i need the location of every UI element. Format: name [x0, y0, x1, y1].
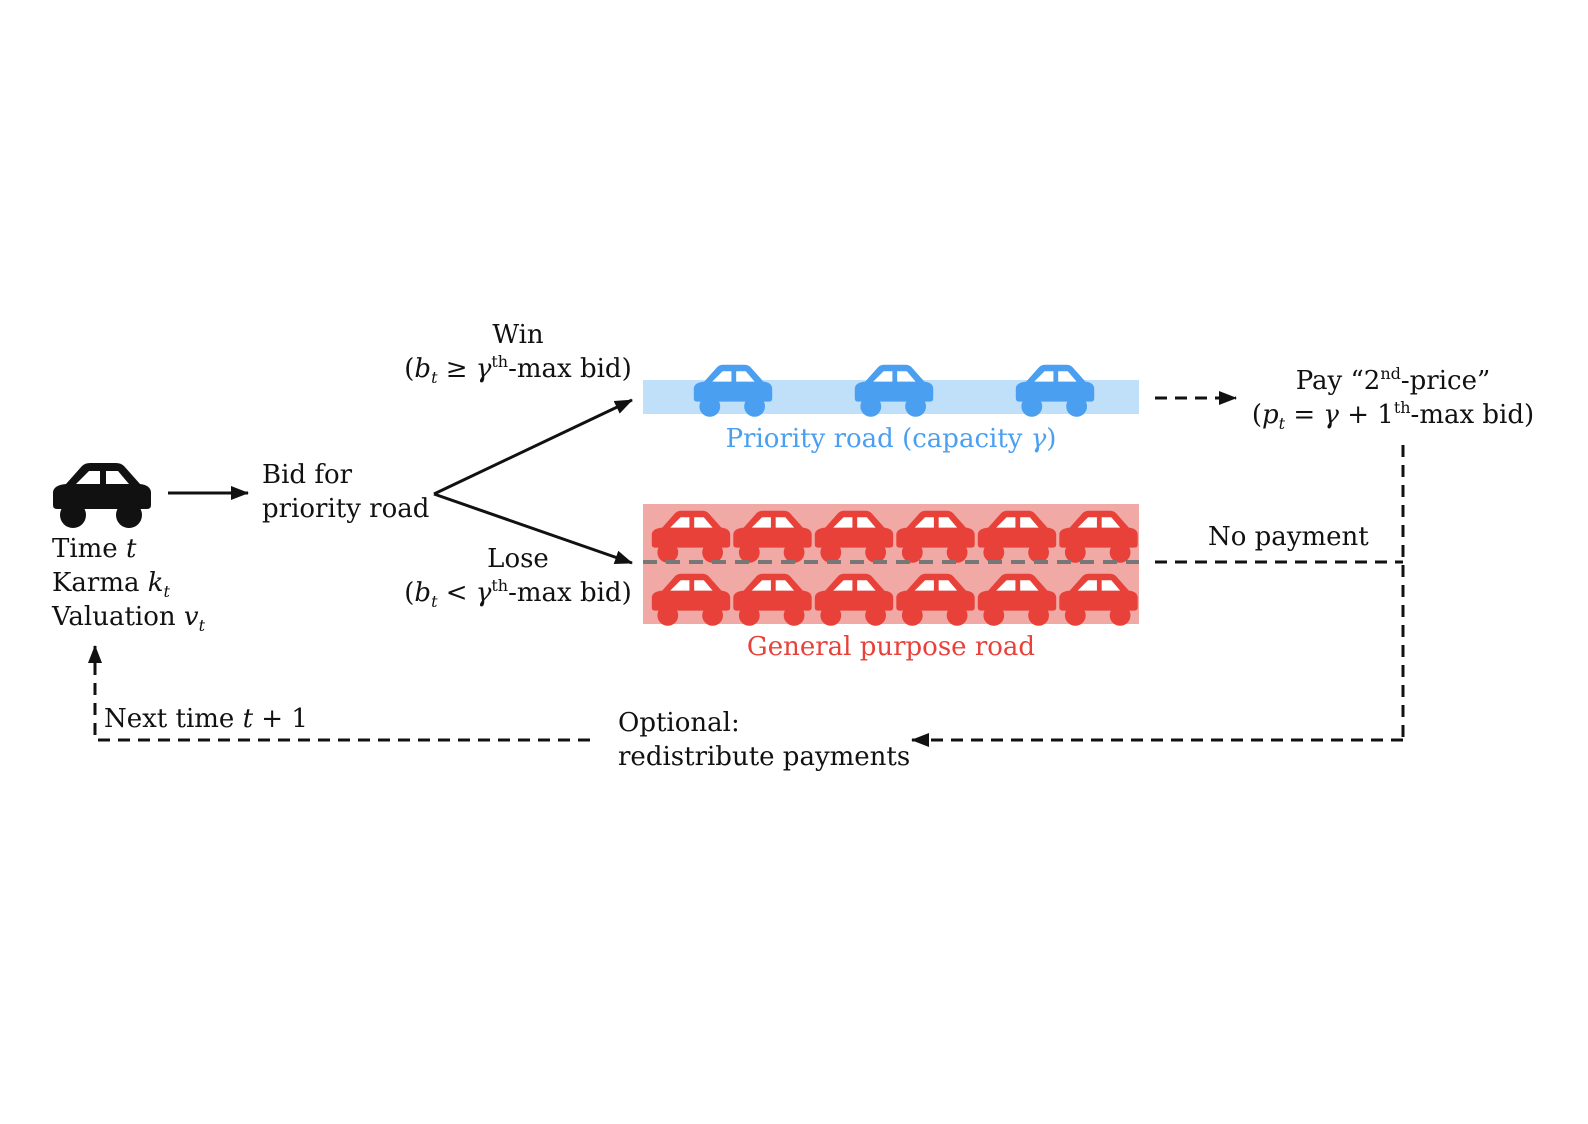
- general-road-label: General purpose road: [746, 632, 1036, 662]
- car-icon: [693, 364, 773, 417]
- lose-label: Lose (bt < γth-max bid): [404, 544, 632, 611]
- no-payment-label: No payment: [1208, 522, 1369, 552]
- pay-label: Pay “2nd-price” (pt = γ + 1th-max bid): [1251, 364, 1535, 433]
- next-time-label: Next time t + 1: [104, 704, 308, 734]
- agent-time: Time t: [52, 534, 137, 564]
- car-icon: [896, 573, 975, 626]
- car-icon: [854, 364, 934, 417]
- car-icon: [1015, 364, 1095, 417]
- win-label: Win (bt ≥ γth-max bid): [404, 320, 632, 387]
- car-icon: [1059, 573, 1138, 626]
- car-icon: [814, 510, 894, 563]
- car-icon: [814, 573, 894, 626]
- arrow-lose: [433, 492, 633, 565]
- car-icon: [977, 510, 1057, 563]
- car-icon: [651, 573, 731, 626]
- priority-road-label: Priority road (capacity γ): [725, 424, 1057, 454]
- car-icon: [651, 510, 731, 563]
- car-icon: [733, 573, 812, 626]
- priority-cars: [693, 364, 1095, 417]
- optional-label: Optional: redistribute payments: [618, 708, 911, 772]
- agent-valuation: Valuation vt: [52, 602, 206, 635]
- general-cars: [651, 510, 1138, 626]
- car-icon: [53, 463, 151, 528]
- car-icon: [896, 510, 975, 563]
- arrow-next-time: [88, 645, 590, 742]
- agent-karma: Karma kt: [52, 568, 170, 601]
- bid-label: Bid for priority road: [262, 460, 430, 524]
- arrow-win: [433, 398, 633, 496]
- car-icon: [1059, 510, 1138, 563]
- car-icon: [733, 510, 812, 563]
- car-icon: [977, 573, 1057, 626]
